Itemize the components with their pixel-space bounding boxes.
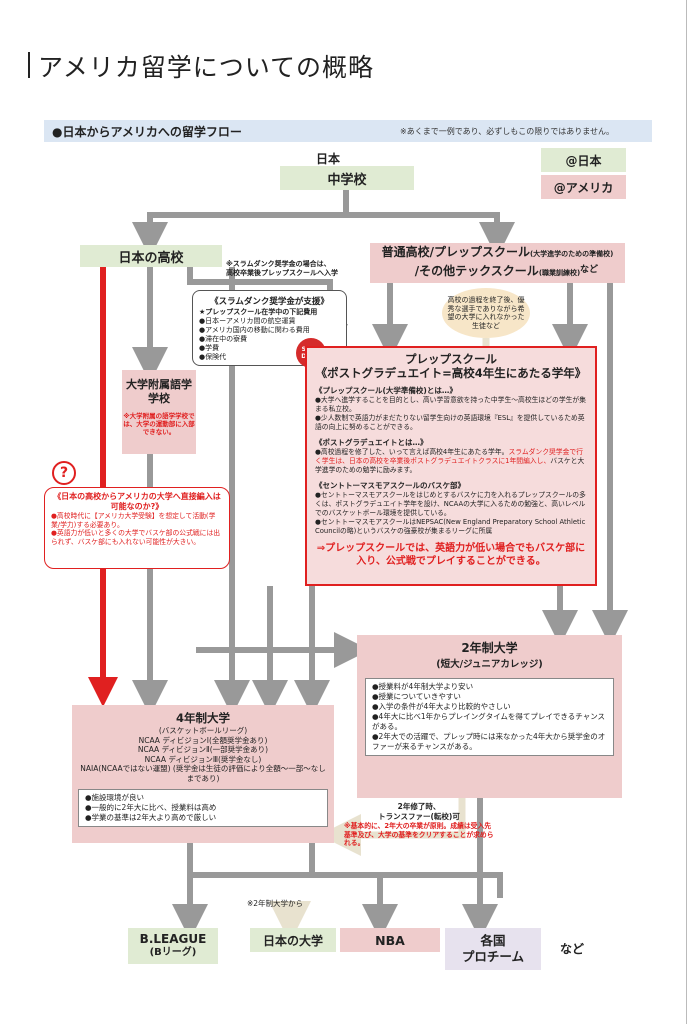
nba-box: NBA [340,928,440,952]
japan-high-school-box: 日本の高校 [80,245,222,267]
list-item: ●学業の基準は2年大より高めで厳しい [85,813,217,822]
prep-text-red: スラムダンク奨学金で行く学生は、日本の高校を卒業後ポストグラデュエイトクラスに1… [315,448,583,465]
question-item: ●高校時代に【アメリカ大学受験】を想定して活動(学業/学力)する必要あり。 [51,512,216,529]
four-year-list: ●施設環境が良い ●一般的に2年大に比べ、授業料は高め ●学業の基準は2年大より… [78,789,328,827]
four-year-line: NCAA ディビジョンⅠ(全額奨学金あり) [138,735,268,745]
arrow-chu-us [346,212,515,258]
prep-heading-3: 《セントトーマスモアスクールのバスケ部》 [315,481,465,490]
flow-header-bar [44,120,652,142]
four-year-line: NCAA ディビジョンⅡ(一部奨学金あり) [137,745,269,754]
middle-school-box: 中学校 [280,166,414,190]
prep-text-postgrad: ●高校過程を修了した、いって言えば高校4年生にあたる学年。スラムダンク奨学金で行… [315,448,587,475]
prep-conclusion: ⇒プレップスクールでは、英語力が低い場合でもバスケ部に入り、公式戦でプレイするこ… [316,543,586,567]
transfer-note: ※基本的に、2年大の卒業が原則。成績は受入先基準及び、大学の基準をクリアすること… [344,822,494,847]
two-year-list: ●授業料が4年制大学より安い ●授業についていきやすい ●入学の条件が4年大より… [365,678,614,756]
us-high-line2-row: /その他テックスクール(職業訓練校) [415,263,580,282]
two-year-college-box: 2年制大学 (短大/ジュニアカレッジ) ●授業料が4年制大学より安い ●授業につ… [357,635,622,798]
slam-dunk-note: ※スラムダンク奨学金の場合は、 高校卒業後プレップスクールへ入学 [226,260,338,278]
prep-text: ●大学へ進学することを目的とし、高い学習意欲を持った中学生〜高校生ほどの学生が集… [315,396,587,413]
slam-note-line1: ※スラムダンク奨学金の場合は、 [226,260,331,268]
list-item: ●4年大に比べ1年からプレイングタイムを得てプレイできるチャンスがある。 [372,712,606,731]
slam-item: ●アメリカ国内の移動に関わる費用 [199,326,310,334]
destinations-suffix: など [560,942,585,956]
prep-text: ●セントトーマスモアスクールをはじめとするバスケに力を入れるプレップスクールの多… [315,491,586,517]
arrow-four-dest [187,843,503,898]
list-item: ●授業料が4年制大学より安い [372,682,474,691]
prep-text: バスケと大学進学のための勉学に励みます。 [315,457,585,474]
slam-item: ●滞在中の寮費 [199,335,248,343]
slam-item: ●学費 [199,344,220,352]
flow-heading: ●日本からアメリカへの留学フロー [52,125,242,139]
list-item: ●2年大での活躍で、プレップ時には来なかった4年大から奨学金のオファーが来るチャ… [372,732,606,751]
fuzoku-note: ※大学附属の語学学校では、大学の運動部に入部できない。 [123,412,195,436]
list-item: ●一般的に2年大に比べ、授業料は高め [85,803,217,812]
prep-subtitle: 《ポストグラデュエイト=高校4年生にあたる学年》 [315,366,587,380]
four-year-title: 4年制大学 [175,711,230,725]
us-high-line2-small: (職業訓練校) [538,269,581,277]
japan-university-box: 日本の大学 [250,928,336,952]
prep-text: ●少人数制で英語力がまだたりない留学生向けの英語環境『ESL』を提供しているため… [315,414,585,431]
us-high-line1-row: 普通高校/プレップスクール(大学進学のための準備校) [382,244,614,263]
bleague-sub: (Bリーグ) [149,947,197,958]
flow-note: ※あくまで一例であり、必ずしもこの限りではありません。 [400,127,615,136]
two-year-title: 2年制大学 [461,641,518,655]
us-high-school-box: 普通高校/プレップスクール(大学進学のための準備校) /その他テックスクール(職… [370,243,625,283]
question-mark-icon: ? [52,461,76,485]
us-high-line1: 普通高校/プレップスクール [381,245,530,259]
fuzoku-title: 大学附属語学学校 [126,378,192,405]
slam-item: ●日本ーアメリカ間の航空運賃 [199,317,296,325]
page-title: アメリカ留学についての概略 [38,53,375,82]
us-high-suffix: など [580,265,599,275]
slam-title: 《スラムダンク奨学金が支援》 [210,297,329,307]
four-year-university-box: 4年制大学 (バスケットボールリーグ) NCAA ディビジョンⅠ(全額奨学金あり… [72,705,334,843]
prep-heading-2: 《ポストグラデュエイトとは…》 [315,438,428,447]
transfer-label: 2年修了時、 トランスファー(転校)可 [344,802,494,822]
slam-note-line2: 高校卒業後プレップスクールへ入学 [226,269,338,277]
prep-text: ●高校過程を修了した、いって言えば高校4年生にあたる学年。 [315,448,509,456]
us-high-line1-small: (大学進学のための準備校) [529,250,614,258]
question-title: 《日本の高校からアメリカの大学へ直接編入は可能なのか?》 [53,492,221,511]
prep-text: ●セントトーマスモアスクールはNEPSAC(New England Prepar… [315,518,586,535]
transfer-line1: 2年修了時、 [397,802,441,811]
bleague-box: B.LEAGUE (Bリーグ) [128,928,218,964]
prep-school-box: プレップスクール 《ポストグラデュエイト=高校4年生にあたる学年》 《プレップス… [305,346,597,586]
arrow-chu-split [132,190,349,258]
list-item: ●施設環境が良い [85,793,145,802]
title-bar [28,52,30,78]
prep-title: プレップスクール [405,352,497,366]
legend-japan: @日本 [541,148,626,172]
page-edge-line [686,0,687,1024]
four-year-line: NAIA(NCAAではない運盟) (奨学金は生徒の評価により全額〜一部〜なし ま… [80,764,326,783]
start-label: 日本 [316,152,341,166]
pro-team-box: 各国 プロチーム [445,928,541,970]
legend-america: @アメリカ [541,175,626,199]
list-item: ●授業についていきやすい [372,692,461,701]
pro-line1: 各国 [480,933,506,948]
four-year-line: (バスケットボールリーグ) [158,726,248,735]
university-language-school-box: 大学附属語学学校 ※大学附属の語学学校では、大学の運動部に入部できない。 [122,370,196,454]
from-two-year-note: ※2年制大学から [247,899,304,908]
callout-graduates: 高校の過程を終了後、優秀な選手でありながら希望の大学に入れなかった生徒など [442,288,530,338]
bleague-label: B.LEAGUE [139,932,207,946]
transfer-line2: トランスファー(転校)可 [378,812,460,821]
list-item: ●入学の条件が4年大より比較的やさしい [372,702,511,711]
pro-line2: プロチーム [461,949,525,964]
slam-item: ●保険代 [199,353,227,361]
us-high-line2: /その他テックスクール [414,264,539,278]
slam-subtitle: ★プレップスクール在学中の下記費用 [199,308,318,316]
arrow-two-four-transfer [319,798,466,856]
question-item: ●英語力が低いと多くの大学でバスケ部の公式戦には出られず、バスケ部にも入れない可… [51,529,221,546]
four-year-line: NCAA ディビジョンⅢ(奨学金なし) [144,754,262,764]
direct-transfer-question-box: 《日本の高校からアメリカの大学へ直接編入は可能なのか?》 ●高校時代に【アメリカ… [44,487,230,569]
prep-heading-1: 《プレップスクール(大学準備校)とは…》 [315,386,457,395]
two-year-subtitle: (短大/ジュニアカレッジ) [436,659,543,670]
